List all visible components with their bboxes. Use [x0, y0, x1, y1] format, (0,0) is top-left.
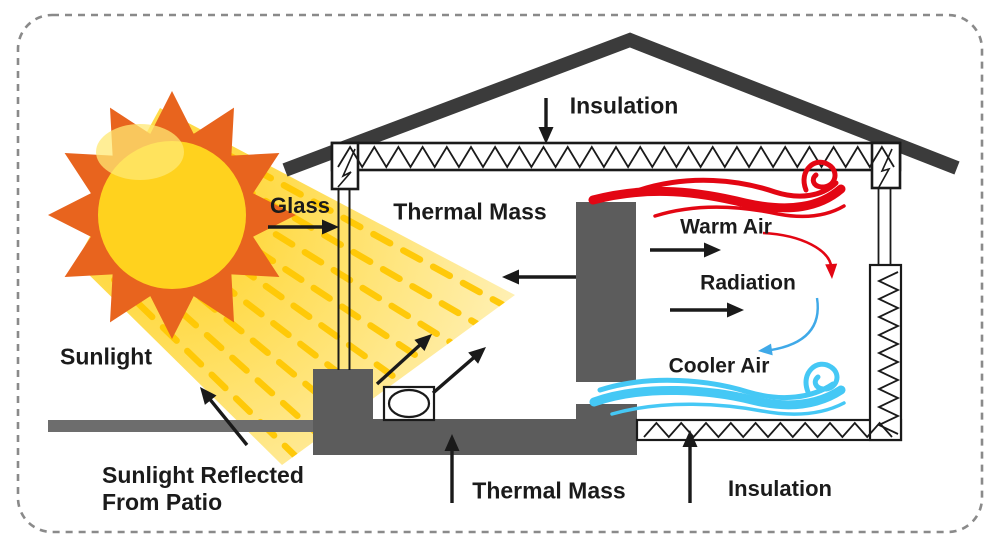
vent-arrow-1	[375, 334, 432, 386]
cooler-air-swirl-icon	[589, 361, 846, 416]
vent-fan	[382, 385, 436, 422]
sunbeam-dash-line	[191, 133, 506, 308]
warm-convection-arrow	[762, 231, 838, 279]
warm-air-label: Warm Air	[680, 215, 772, 239]
cool-curve	[769, 297, 819, 352]
insulation-top-arrow	[538, 98, 554, 144]
reflection-arrow-shaft	[208, 397, 249, 447]
black-arrows	[200, 98, 744, 503]
radiation-label: Radiation	[700, 271, 796, 295]
reflection-arrow-head	[200, 387, 217, 405]
insulation-top-arrow-head	[538, 127, 554, 144]
fan-blade-ellipse	[387, 388, 431, 419]
thermal-mass-top-label: Thermal Mass	[393, 198, 547, 225]
warm-swirl-stroke	[653, 204, 846, 219]
right-head-box	[870, 141, 902, 190]
thermal-mass-bottom-label: Thermal Mass	[472, 477, 626, 504]
reflection-arrow	[200, 387, 249, 447]
vent-arrow-1-shaft	[375, 342, 423, 386]
sun-highlight	[96, 124, 184, 180]
cool-curve-head	[758, 343, 773, 356]
head-box-squiggle-right	[878, 148, 893, 188]
cool-swirl-stroke	[610, 401, 846, 416]
vent-arrow-2-head	[468, 347, 486, 364]
vent-arrow-1-head	[414, 334, 432, 351]
warm-air-arrow-head	[704, 242, 721, 258]
insulation-bottom-arrow	[682, 430, 698, 503]
right-post	[877, 188, 892, 266]
mass-left-arrow	[502, 269, 576, 285]
cool-swirl-stroke	[589, 385, 846, 410]
ceiling-insulation-zigzag	[337, 145, 895, 169]
dashed-border	[16, 13, 984, 534]
cool-convection-arrow	[758, 297, 819, 356]
thermal-mass-wall	[576, 202, 636, 382]
glass-arrow	[268, 219, 339, 235]
reflected-label-line2: From Patio	[102, 489, 223, 515]
floor-step	[576, 404, 637, 455]
bottom-insulation-zigzag	[643, 421, 893, 439]
thermal-mass-bottom-arrow-head	[444, 434, 460, 451]
glass-label: Glass	[270, 192, 330, 218]
sunbeam-dash-line	[113, 251, 325, 440]
glass-window	[337, 189, 351, 370]
ceiling-assembly	[330, 141, 902, 191]
mass-left-arrow-head	[502, 269, 519, 285]
sunbeam-dash-line	[180, 150, 480, 327]
patio-slab	[48, 420, 314, 432]
glass-arrow-head	[322, 219, 339, 235]
window-sill-mass	[313, 369, 373, 455]
reflected-label-line1: Sunlight Reflected	[102, 462, 304, 488]
cool-swirl-curl	[803, 361, 840, 395]
wall-insulation-zigzag	[876, 271, 901, 435]
cool-swirl-stroke	[597, 377, 836, 401]
roof	[282, 32, 960, 177]
cooler-air-label: Cooler Air	[668, 354, 770, 378]
thermal-mass-bottom-arrow	[444, 434, 460, 503]
vent-arrow-2	[431, 347, 486, 395]
reflected-label: Sunlight Reflected From Patio	[102, 462, 304, 516]
warm-curve-head	[825, 263, 838, 279]
insulation-top-label: Insulation	[569, 92, 679, 119]
warm-swirl-stroke	[637, 177, 839, 199]
warm-air-swirl-icon	[588, 159, 846, 219]
insulation-bottom-label: Insulation	[728, 475, 832, 501]
radiation-arrow-head	[727, 302, 744, 318]
insulation-bottom-arrow-head	[682, 430, 698, 447]
radiation-arrow	[670, 302, 744, 318]
head-box-squiggle-left	[337, 148, 356, 188]
warm-swirl-stroke	[588, 184, 846, 213]
vent-arrow-2-shaft	[431, 355, 476, 395]
warm-curve	[762, 231, 833, 269]
sun-icon	[48, 91, 296, 339]
sunlight-label: Sunlight	[60, 343, 152, 370]
warm-air-arrow	[650, 242, 721, 258]
warm-swirl-curl	[801, 159, 838, 193]
